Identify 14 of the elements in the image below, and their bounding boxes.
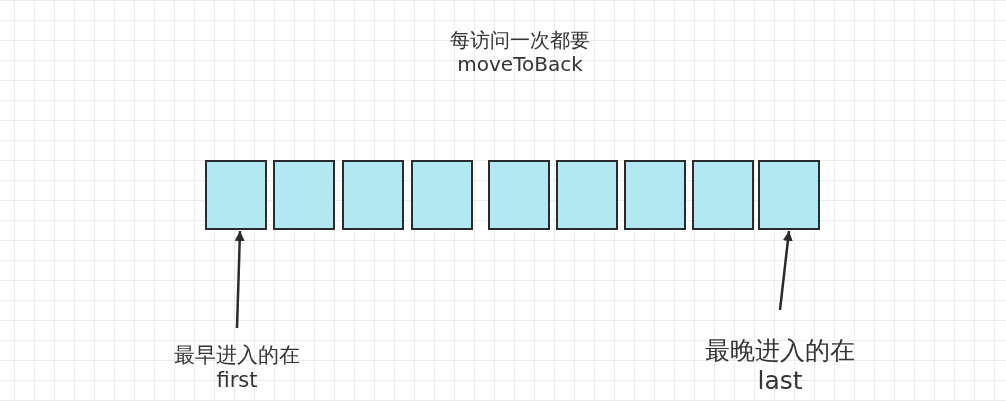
array-cell <box>411 160 473 230</box>
array-cell <box>556 160 618 230</box>
pointer-label: 最晚进入的在 last <box>690 336 870 396</box>
array-cell <box>692 160 754 230</box>
pointer-label: 最早进入的在 first <box>162 343 312 394</box>
array-cell <box>624 160 686 230</box>
array-cell <box>342 160 404 230</box>
array-cell <box>273 160 335 230</box>
arrow <box>778 230 793 311</box>
note-text: 每访问一次都要 moveToBack <box>449 28 591 76</box>
array-cell <box>758 160 820 230</box>
array-cell <box>488 160 550 230</box>
arrow <box>234 230 245 329</box>
array-cell <box>205 160 267 230</box>
